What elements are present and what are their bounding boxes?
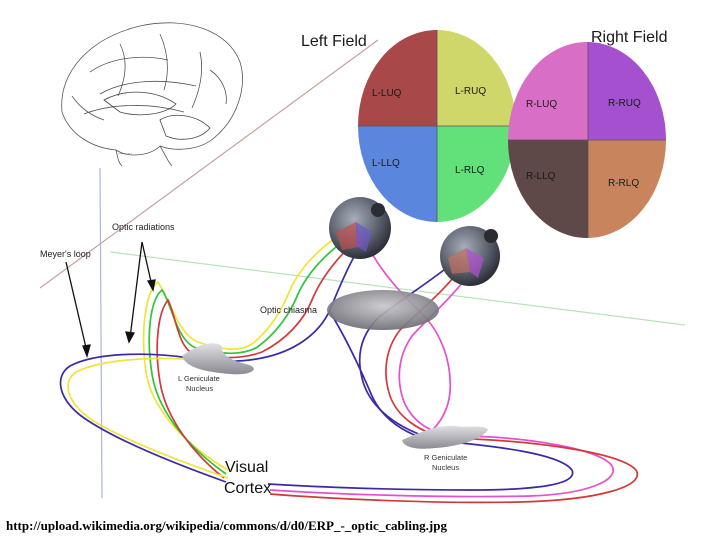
left-field-ruq-label: L-RUQ	[455, 86, 486, 97]
fibre-purple-right	[358, 261, 455, 439]
right-field-globe	[508, 42, 666, 238]
left-field-ruq	[437, 30, 516, 126]
right-field-ruq	[588, 42, 666, 140]
brain-sketch-illustration	[61, 22, 243, 167]
pointer-arrows	[65, 241, 156, 359]
right-field-rlq-label: R-RLQ	[608, 178, 639, 189]
left-field-luq-label: L-LUQ	[372, 88, 402, 99]
source-url-caption: http://upload.wikimedia.org/wikipedia/co…	[6, 518, 447, 533]
optic-chiasma-structure	[327, 290, 439, 330]
visual-cortex-label-line2: Cortex	[224, 480, 271, 497]
fibre-red-right	[269, 265, 639, 504]
optic-chiasma-label: Optic chiasma	[260, 305, 317, 315]
fibre-purple-right-loop	[267, 311, 574, 491]
optic-fibre-pathways	[59, 235, 639, 504]
optic-radiations-label: Optic radiations	[112, 222, 175, 232]
fibre-yellow-meyer	[67, 357, 229, 479]
right-field-llq-label: R-LLQ	[526, 171, 556, 182]
fibre-pink-right	[269, 269, 615, 498]
l-geniculate-label-line1: L Geniculate	[178, 374, 220, 383]
right-field-ruq-label: R-RUQ	[608, 98, 641, 109]
meyers-loop-label: Meyer's loop	[40, 249, 91, 259]
vertical-grid-line	[99, 167, 103, 499]
fibre-green-left	[148, 239, 346, 475]
left-field-rlq-label: L-RLQ	[455, 165, 485, 176]
left-field-globe	[358, 30, 516, 222]
r-geniculate-nucleus-structure	[402, 425, 488, 449]
left-field-llq-label: L-LLQ	[372, 158, 400, 169]
diagonal-grid-line	[39, 39, 379, 289]
left-field-luq	[358, 30, 437, 126]
visual-cortex-label-line1: Visual	[225, 459, 268, 476]
l-geniculate-label-line2: Nucleus	[186, 384, 213, 393]
left-field-title: Left Field	[301, 33, 367, 50]
right-field-title: Right Field	[591, 29, 667, 46]
l-geniculate-nucleus-structure	[182, 343, 254, 375]
left-eye	[329, 197, 391, 259]
fibre-pink-left-eye	[369, 249, 452, 441]
right-eye	[440, 226, 500, 286]
r-geniculate-label-line2: Nucleus	[432, 463, 459, 472]
fibre-yellow-left	[142, 235, 339, 471]
right-field-luq-label: R-LUQ	[526, 99, 557, 110]
right-field-rlq	[588, 140, 666, 238]
right-field-luq	[508, 42, 588, 140]
right-field-llq	[508, 140, 588, 238]
r-geniculate-label-line1: R Geniculate	[424, 453, 467, 462]
brain-sketch-caption: ..........	[118, 150, 132, 156]
